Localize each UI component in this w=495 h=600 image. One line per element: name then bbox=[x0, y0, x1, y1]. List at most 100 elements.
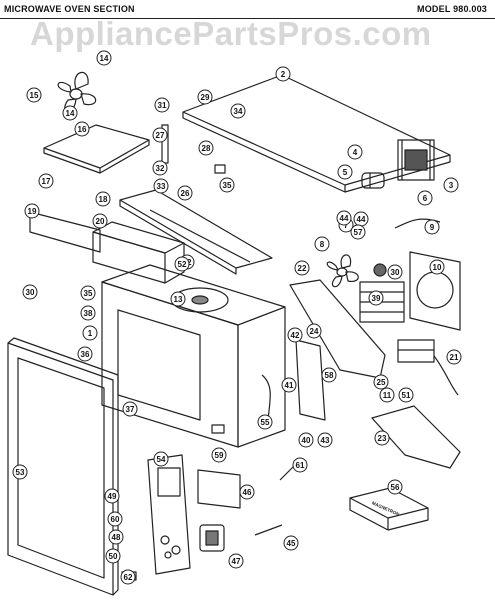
callout-number: 62 bbox=[124, 573, 133, 582]
magnetron bbox=[359, 263, 405, 323]
callout-circle bbox=[77, 346, 93, 362]
callout-62: 62 bbox=[120, 569, 136, 585]
callout-circle bbox=[429, 259, 445, 275]
grease-filter bbox=[43, 124, 150, 174]
callout-circle bbox=[283, 535, 299, 551]
callout-number: 3 bbox=[449, 181, 454, 190]
callout-19: 19 bbox=[24, 203, 40, 219]
callout-number: 16 bbox=[78, 125, 87, 134]
callout-circle bbox=[350, 224, 366, 240]
callout-circle bbox=[446, 349, 462, 365]
callout-6: 6 bbox=[417, 190, 433, 206]
callout-number: 8 bbox=[320, 240, 325, 249]
switch-plate bbox=[197, 469, 241, 509]
callout-number: 55 bbox=[261, 418, 270, 427]
callout-circle bbox=[122, 401, 138, 417]
callout-circle bbox=[154, 97, 170, 113]
fan-blade bbox=[57, 72, 97, 113]
callout-number: 21 bbox=[450, 353, 459, 362]
callout-29: 29 bbox=[197, 89, 213, 105]
callout-1: 1 bbox=[82, 325, 98, 341]
callout-number: 7 bbox=[344, 221, 349, 230]
callout-56: 56 bbox=[387, 479, 403, 495]
callout-number: 14 bbox=[100, 54, 109, 63]
waveguide bbox=[289, 279, 386, 379]
callout-46: 46 bbox=[239, 484, 255, 500]
fan-blade-lower bbox=[326, 254, 359, 288]
callout-circle bbox=[294, 260, 310, 276]
callout-number: 26 bbox=[181, 189, 190, 198]
callout-circle bbox=[239, 484, 255, 500]
callout-4: 4 bbox=[347, 144, 363, 160]
callout-circle bbox=[80, 305, 96, 321]
callout-circle bbox=[336, 210, 352, 226]
callout-20: 20 bbox=[92, 213, 108, 229]
callout-circle bbox=[287, 327, 303, 343]
callout-number: 51 bbox=[402, 391, 411, 400]
callout-number: 50 bbox=[109, 552, 118, 561]
callout-30-2: 30 bbox=[22, 284, 38, 300]
callout-23: 23 bbox=[374, 430, 390, 446]
callout-circle bbox=[108, 529, 124, 545]
callout-circle bbox=[177, 185, 193, 201]
callout-47: 47 bbox=[228, 553, 244, 569]
callout-number: 25 bbox=[377, 378, 386, 387]
callout-number: 52 bbox=[178, 260, 187, 269]
callout-circle bbox=[12, 464, 28, 480]
callout-number: 61 bbox=[296, 461, 305, 470]
callout-circle bbox=[443, 177, 459, 193]
callout-number: 30 bbox=[391, 268, 400, 277]
vent-grille bbox=[119, 189, 273, 275]
callout-circle bbox=[379, 387, 395, 403]
callout-number: 44 bbox=[357, 215, 366, 224]
hardware-parts bbox=[121, 124, 301, 581]
callout-circle bbox=[198, 140, 214, 156]
callout-number: 30 bbox=[26, 288, 35, 297]
callout-number: 58 bbox=[325, 371, 334, 380]
callout-number: 22 bbox=[298, 264, 307, 273]
callout-number: 39 bbox=[372, 294, 381, 303]
callout-53: 53 bbox=[12, 464, 28, 480]
callout-circle bbox=[373, 374, 389, 390]
callout-number: 11 bbox=[383, 391, 392, 400]
callout-number: 60 bbox=[111, 515, 120, 524]
callout-circle bbox=[417, 190, 433, 206]
callout-circle bbox=[153, 451, 169, 467]
callout-number: 15 bbox=[30, 91, 39, 100]
callout-number: 59 bbox=[215, 451, 224, 460]
noise-filter bbox=[397, 339, 459, 396]
callout-5: 5 bbox=[337, 164, 353, 180]
callout-circle bbox=[337, 164, 353, 180]
callout-2: 2 bbox=[275, 66, 291, 82]
callout-circle bbox=[74, 121, 90, 137]
callout-number: 53 bbox=[16, 468, 25, 477]
callout-33: 33 bbox=[153, 178, 169, 194]
callout-60: 60 bbox=[107, 511, 123, 527]
box-label-text: MAGNETRON bbox=[371, 500, 400, 517]
callout-circle bbox=[424, 219, 440, 235]
callout-number: 56 bbox=[391, 483, 400, 492]
callout-number: 24 bbox=[310, 327, 319, 336]
callout-15: 15 bbox=[26, 87, 42, 103]
callout-17: 17 bbox=[38, 173, 54, 189]
callout-37: 37 bbox=[122, 401, 138, 417]
callout-51: 51 bbox=[398, 387, 414, 403]
callout-number: 6 bbox=[423, 194, 428, 203]
callout-circle bbox=[82, 325, 98, 341]
callout-32: 32 bbox=[152, 160, 168, 176]
callout-circle bbox=[120, 569, 136, 585]
callout-number: 28 bbox=[202, 144, 211, 153]
callout-circle bbox=[257, 414, 273, 430]
transformer bbox=[397, 139, 435, 181]
oven-cavity bbox=[101, 264, 286, 448]
callout-50: 50 bbox=[105, 548, 121, 564]
callout-number: 44 bbox=[340, 214, 349, 223]
callout-layer: 1234567891011121314141516171819202122232… bbox=[12, 50, 462, 585]
callout-circle bbox=[321, 367, 337, 383]
top-baffle bbox=[29, 211, 101, 253]
callout-number: 13 bbox=[174, 295, 183, 304]
callout-circle bbox=[317, 432, 333, 448]
callout-number: 29 bbox=[201, 93, 210, 102]
